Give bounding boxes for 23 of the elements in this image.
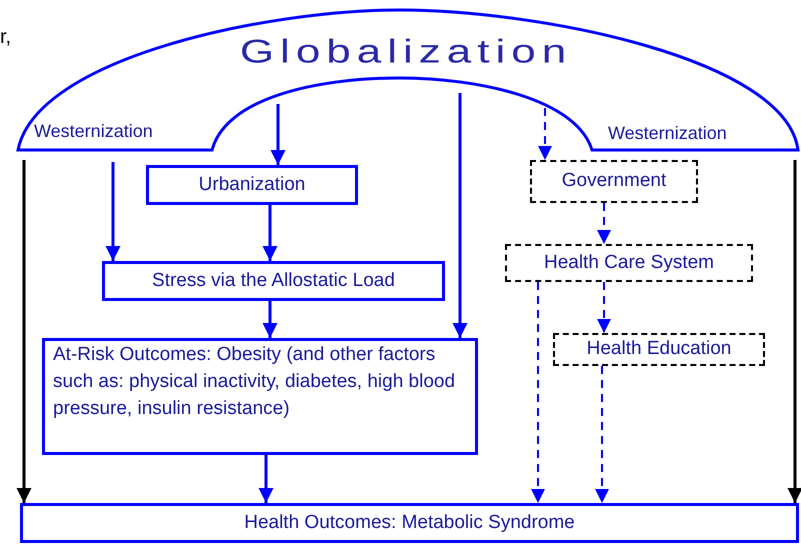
arrow [531, 282, 545, 503]
arrow [270, 104, 286, 165]
process-box: Urbanization [146, 165, 358, 205]
process-box: At-Risk Outcomes: Obesity (and other factors such as: physical inactivity, diabetes, high blood pressure, insulin resistance) [42, 338, 478, 455]
process-box: Stress via the Allostatic Load [102, 261, 445, 301]
arrow [262, 301, 278, 338]
arrow [106, 162, 120, 261]
dashed-box: Government [530, 160, 698, 203]
arrow [258, 455, 274, 503]
arrow [595, 366, 609, 503]
arrow [538, 108, 552, 160]
arch-label: Westernization [608, 122, 727, 145]
arch-label: Westernization [34, 120, 153, 143]
arrow [262, 205, 278, 261]
arrow [597, 203, 611, 244]
process-box: Health Outcomes: Metabolic Syndrome [20, 503, 799, 543]
dashed-box: Health Education [553, 333, 765, 366]
dashed-box: Health Care System [505, 244, 753, 282]
arrow [16, 160, 32, 503]
arrow [452, 93, 468, 338]
arrow [597, 282, 611, 333]
text-fragment: r, [0, 25, 12, 50]
arch-title: Globalization [238, 36, 574, 68]
